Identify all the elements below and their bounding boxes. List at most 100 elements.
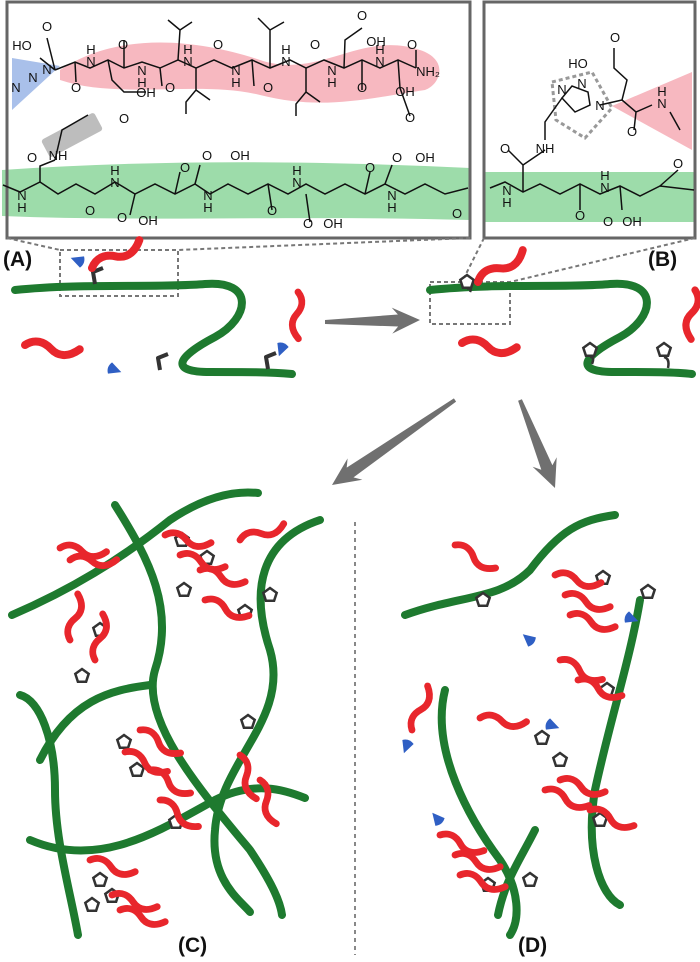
peptide-worm <box>56 541 110 560</box>
triazole-pentagon-icon <box>533 729 551 745</box>
azide-cone <box>107 362 122 374</box>
atom-label: N <box>600 180 609 195</box>
bond <box>364 171 371 195</box>
peptide-worm <box>116 905 169 928</box>
atom-label: O <box>610 30 620 45</box>
alkyne-linker <box>91 266 104 285</box>
atom-label: N <box>281 54 290 69</box>
atom-label: N <box>657 96 666 111</box>
atom-label: H <box>183 42 192 57</box>
atom-label: O <box>452 206 462 221</box>
linker <box>466 287 472 293</box>
atom-label: O <box>165 80 175 95</box>
schematic-scenes <box>6 236 700 955</box>
triazole-pentagon-icon <box>91 871 109 887</box>
peptide-worm <box>86 855 139 878</box>
bond <box>39 159 56 182</box>
polymer-strand <box>111 501 286 919</box>
triazole-pentagon-icon <box>551 751 569 767</box>
peptide-worm <box>108 890 161 913</box>
peptide-worm <box>136 726 185 757</box>
atom-label: N <box>375 54 384 69</box>
panel-label-c: (C) <box>178 934 207 957</box>
panel-label-a: (A) <box>3 248 32 271</box>
peptide-worm <box>476 711 530 730</box>
bond <box>669 111 681 131</box>
atom-label: OH <box>138 213 158 228</box>
atom-label: O <box>117 210 127 225</box>
atom-label: H <box>203 200 212 215</box>
atom-label: O <box>180 160 190 175</box>
atom-label: NH <box>49 148 68 163</box>
panel-label-d: (D) <box>518 934 547 957</box>
inset-b-frame <box>482 0 697 240</box>
atom-label: O <box>500 141 510 156</box>
bond <box>185 68 211 114</box>
azide-cone <box>545 718 560 730</box>
peptide-worm <box>256 776 280 828</box>
atom-label: O <box>603 214 613 229</box>
atom-label: H <box>657 84 666 99</box>
atom-label: N <box>28 70 37 85</box>
atom-label: O <box>85 203 95 218</box>
atom-label: N <box>42 62 51 77</box>
peptide-worm <box>682 286 700 343</box>
atom-label: O <box>119 111 129 126</box>
peptide-worm <box>451 850 504 873</box>
atom-label: N <box>577 76 586 91</box>
bond <box>54 59 417 71</box>
atom-label: OH <box>622 214 642 229</box>
bond <box>267 183 273 211</box>
polymer-strand <box>426 279 696 378</box>
atom-label: OH <box>323 216 343 231</box>
linker <box>589 355 595 365</box>
atom-label: O <box>357 80 367 95</box>
triazole-pentagon-icon <box>261 586 279 602</box>
azide-cone <box>402 739 414 754</box>
atom-label: OH <box>415 150 435 165</box>
atom-label: OH <box>395 84 415 99</box>
bond <box>159 67 163 87</box>
peptide-worm <box>89 610 110 664</box>
triazole-pentagon-icon <box>73 667 91 683</box>
atom-label: NH <box>536 141 555 156</box>
atom-label: O <box>213 37 223 52</box>
azide-cone <box>277 342 289 357</box>
peptide-worm <box>458 335 521 358</box>
peptide-worm <box>64 590 85 644</box>
atom-label: H <box>110 163 119 178</box>
zoom-region-b <box>429 281 511 325</box>
azide-cone <box>432 812 445 826</box>
atom-label: H <box>281 42 290 57</box>
polymer-strand <box>401 511 619 619</box>
polymer-strand <box>494 826 539 919</box>
bond <box>174 171 181 195</box>
atom-label: OH <box>136 85 156 100</box>
polymer-strand <box>587 596 644 909</box>
atom-label: HO <box>12 38 32 53</box>
bond <box>384 164 393 185</box>
triazole-pentagon-icon <box>128 761 146 777</box>
bond <box>129 193 136 216</box>
atom-label: N <box>557 82 566 97</box>
triazole-pentagon-icon <box>581 341 599 357</box>
bond <box>561 85 591 113</box>
atom-label: N <box>137 63 146 78</box>
atom-label: H <box>137 75 146 90</box>
atom-label: N <box>387 188 396 203</box>
inset-a-frame <box>5 0 472 240</box>
azide-cone <box>522 634 536 647</box>
atom-label: O <box>407 37 417 52</box>
atom-label: O <box>405 110 415 125</box>
peptide-worm <box>21 337 84 360</box>
peptide-highlight <box>612 72 692 150</box>
peptide-worm <box>236 520 288 544</box>
triazole-pentagon-icon <box>474 591 492 607</box>
triazole-pentagon-icon <box>639 583 657 599</box>
atom-label: OH <box>230 148 250 163</box>
peptide-worm <box>556 775 609 798</box>
peptide-worm <box>574 675 626 701</box>
